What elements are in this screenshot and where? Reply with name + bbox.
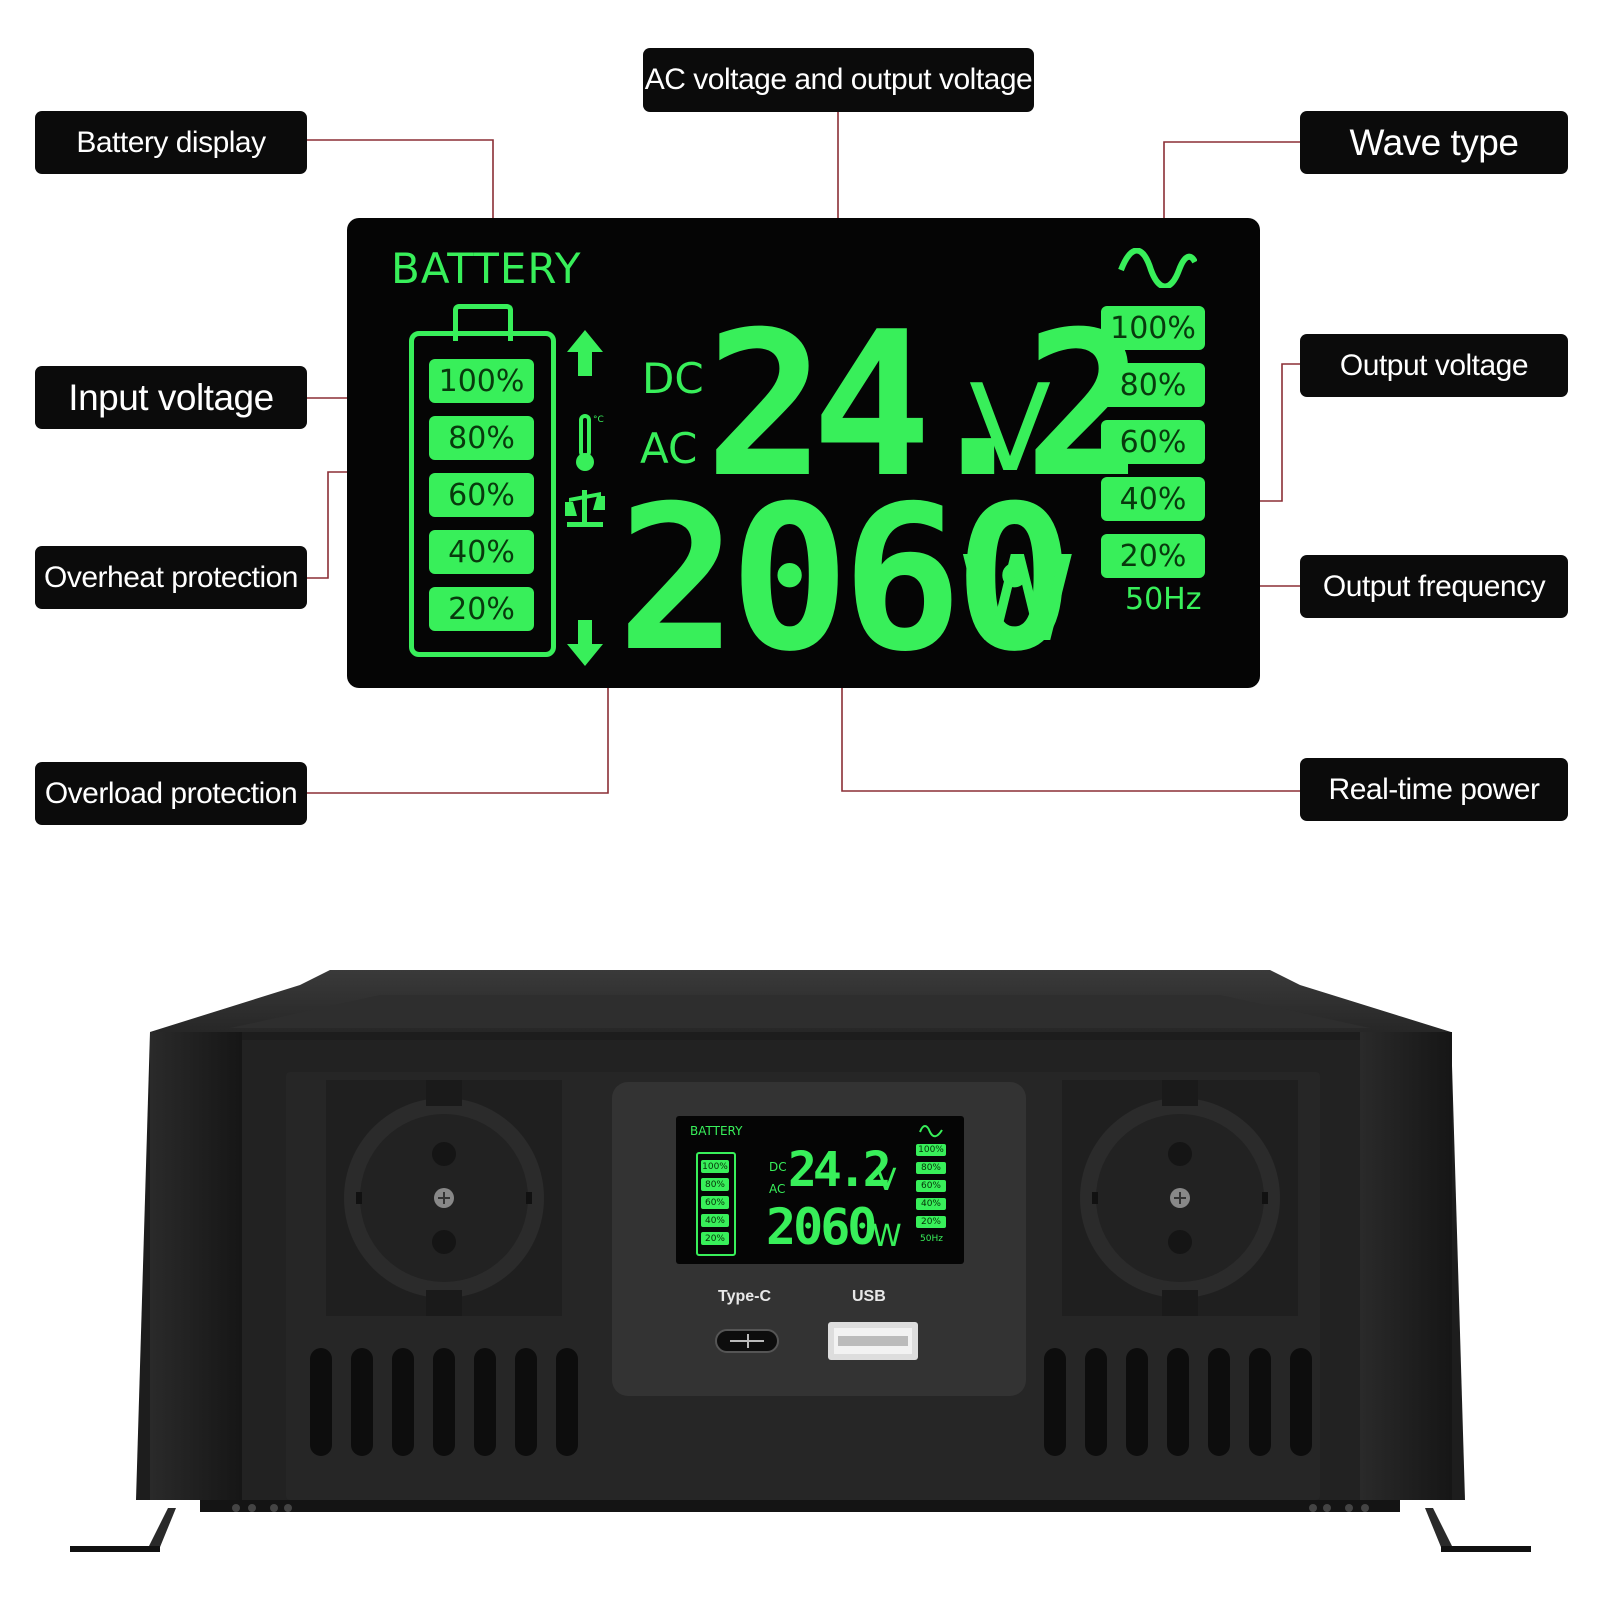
mini-output-level-80: 80% — [916, 1162, 946, 1174]
mini-power-readout: 2060 — [766, 1198, 877, 1256]
mini-battery-level-80: 80% — [701, 1178, 729, 1191]
power-readout: 2060 — [617, 463, 1075, 696]
mini-battery-level-20: 20% — [701, 1232, 729, 1245]
thermometer-icon: °C — [576, 414, 604, 471]
mini-voltage-unit: V — [876, 1163, 897, 1198]
output-level-20: 20% — [1101, 534, 1205, 578]
device-lcd-display: BATTERY 100% 80% 60% 40% 20% DC AC 24.2 … — [676, 1116, 964, 1264]
battery-level-100: 100% — [429, 359, 534, 403]
mini-frequency-readout: 50Hz — [920, 1234, 943, 1244]
mini-dc-label: DC — [769, 1160, 787, 1174]
sine-wave-icon — [1118, 248, 1197, 288]
arrow-down-icon — [567, 620, 603, 666]
power-unit: W — [959, 530, 1076, 668]
arrow-up-icon — [567, 330, 603, 376]
callout-input-voltage: Input voltage — [35, 366, 307, 429]
dc-label: DC — [642, 354, 704, 403]
mini-output-level-20: 20% — [916, 1216, 946, 1228]
callout-battery-display: Battery display — [35, 111, 307, 174]
battery-label: BATTERY — [391, 244, 582, 293]
battery-outline — [409, 331, 556, 657]
callout-ac-voltage: AC voltage and output voltage — [643, 48, 1034, 112]
left-foot — [70, 1508, 176, 1552]
voltage-readout: 24.2 — [705, 289, 1145, 522]
mini-battery-label: BATTERY — [690, 1124, 743, 1138]
battery-level-20: 20% — [429, 587, 534, 631]
mini-voltage-readout: 24.2 — [788, 1142, 892, 1198]
mini-output-level-100: 100% — [916, 1144, 946, 1156]
battery-level-80: 80% — [429, 416, 534, 460]
lcd-display-enlarged: BATTERY 100% 80% 60% 40% 20% °C — [347, 218, 1260, 688]
mini-output-level-60: 60% — [916, 1180, 946, 1192]
mini-battery-level-100: 100% — [701, 1160, 729, 1173]
battery-level-40: 40% — [429, 530, 534, 574]
right-vents — [1044, 1348, 1312, 1456]
usb-label: USB — [852, 1288, 886, 1305]
right-socket — [1062, 1080, 1298, 1316]
output-level-60: 60% — [1101, 420, 1205, 464]
right-foot — [1425, 1508, 1531, 1552]
frequency-readout: 50Hz — [1125, 582, 1202, 617]
mini-sine-wave-icon — [919, 1125, 943, 1138]
mini-battery-outline — [696, 1152, 736, 1256]
status-icons-column: °C — [565, 330, 605, 666]
battery-level-60: 60% — [429, 473, 534, 517]
scale-icon — [565, 490, 605, 527]
left-socket — [326, 1080, 562, 1316]
mini-battery-level-40: 40% — [701, 1214, 729, 1227]
callout-overload-protection: Overload protection — [35, 762, 307, 825]
voltage-unit: V — [969, 360, 1052, 499]
callout-wave-type: Wave type — [1300, 111, 1568, 174]
callout-output-voltage: Output voltage — [1300, 334, 1568, 397]
callout-output-frequency: Output frequency — [1300, 555, 1568, 618]
mini-output-level-40: 40% — [916, 1198, 946, 1210]
output-level-80: 80% — [1101, 363, 1205, 407]
callout-realtime-power: Real-time power — [1300, 758, 1568, 821]
svg-text:°C: °C — [593, 415, 604, 425]
mini-battery-level-60: 60% — [701, 1196, 729, 1209]
output-level-100: 100% — [1101, 306, 1205, 350]
output-level-40: 40% — [1101, 477, 1205, 521]
left-vents — [310, 1348, 578, 1456]
ac-label: AC — [640, 424, 698, 473]
callout-overheat-protection: Overheat protection — [35, 546, 307, 609]
mini-power-unit: W — [872, 1219, 902, 1254]
mini-ac-label: AC — [769, 1182, 786, 1196]
type-c-label: Type-C — [718, 1288, 772, 1305]
